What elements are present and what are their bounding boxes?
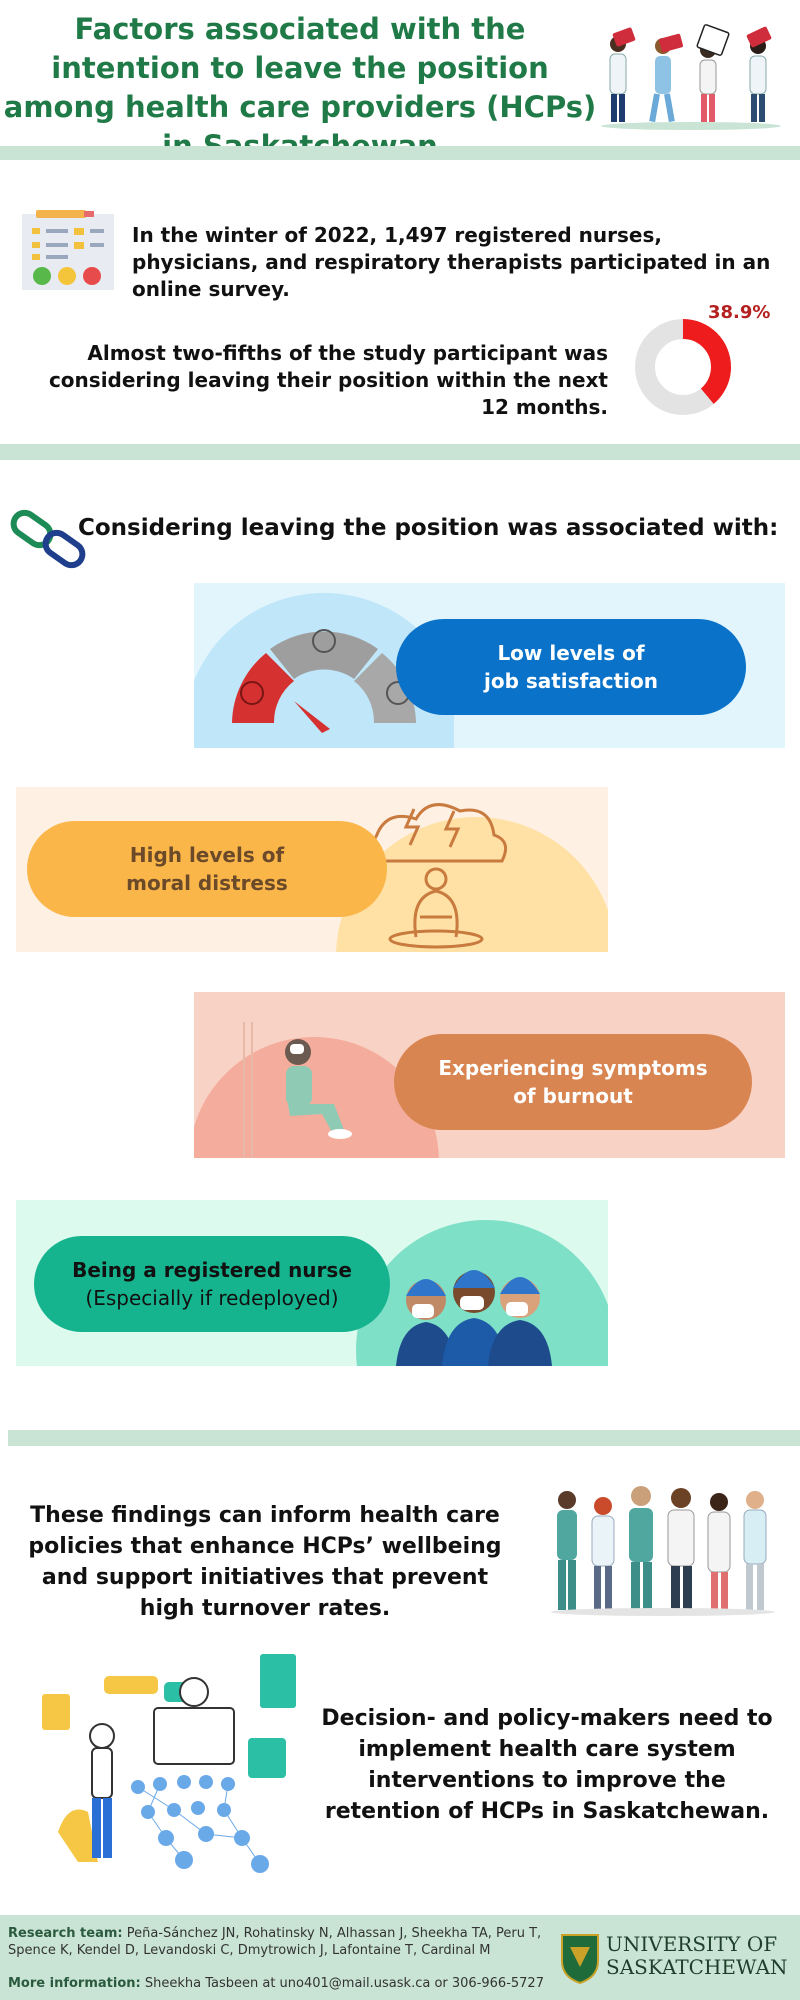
percent-donut (635, 319, 731, 415)
factor-pill-burnout: Experiencing symptoms of burnout (394, 1034, 752, 1130)
percent-donut-arc (635, 319, 731, 415)
associations-title: Considering leaving the position was ass… (78, 515, 779, 541)
doctors-illustration (601, 24, 781, 130)
university-crest-icon (561, 1934, 599, 1985)
factor-line2: moral distress (126, 871, 288, 895)
section-divider (0, 146, 800, 160)
survey-form-icon (22, 210, 114, 290)
section-divider (8, 1430, 800, 1446)
factor-panel-job-satisfaction: Low levels of job satisfaction (194, 583, 785, 748)
more-info-line: More information: Sheekha Tasbeen at uno… (8, 1975, 544, 1992)
satisfaction-gauge-icon (194, 593, 454, 748)
healthcare-team-illustration (551, 1486, 775, 1616)
chain-link-icon (10, 509, 86, 569)
factor-panel-registered-nurse: Being a registered nurse (Especially if … (16, 1200, 608, 1366)
more-info-contact: Sheekha Tasbeen at uno401@mail.usask.ca … (144, 1976, 544, 1991)
percent-label: 38.9% (708, 302, 771, 323)
research-team-line-2: Spence K, Kendel D, Levandoski C, Dmytro… (8, 1943, 491, 1958)
factor-panel-burnout: Experiencing symptoms of burnout (194, 992, 785, 1158)
factor-line1: Experiencing symptoms (438, 1056, 708, 1080)
factor-line2: (Especially if redeployed) (85, 1286, 339, 1310)
factor-line1: High levels of (129, 843, 285, 867)
burnout-nurse-icon (194, 1022, 439, 1158)
page-title: Factors associated with the intention to… (3, 12, 597, 163)
factor-pill-registered-nurse: Being a registered nurse (Especially if … (34, 1236, 390, 1332)
university-name-line-1: UNIVERSITY OF (606, 1932, 778, 1956)
research-team-label: Research team: (8, 1926, 123, 1941)
factor-line2: job satisfaction (483, 669, 659, 693)
survey-text: In the winter of 2022, 1,497 registered … (132, 223, 771, 301)
factor-pill-job-satisfaction: Low levels of job satisfaction (396, 619, 746, 715)
factor-panel-moral-distress: High levels of moral distress (16, 787, 608, 952)
factor-pill-moral-distress: High levels of moral distress (27, 821, 387, 917)
research-team-names: Peña-Sánchez JN, Rohatinsky N, Alhassan … (126, 1926, 542, 1941)
footer: Research team: Peña-Sánchez JN, Rohatins… (0, 1915, 800, 2000)
findings-text: These findings can inform health care po… (28, 1503, 502, 1621)
more-info-label: More information: (8, 1976, 141, 1991)
telehealth-network-illustration (42, 1654, 296, 1873)
decision-text: Decision- and policy-makers need to impl… (321, 1706, 773, 1824)
nurses-group-icon (356, 1220, 608, 1366)
factor-line2: of burnout (513, 1084, 633, 1108)
section-divider (0, 444, 800, 460)
research-team-line-1: Research team: Peña-Sánchez JN, Rohatins… (8, 1925, 541, 1942)
leaving-statement: Almost two-fifths of the study participa… (48, 341, 608, 419)
university-name-line-2: SASKATCHEWAN (606, 1955, 788, 1979)
factor-line1: Low levels of (497, 641, 645, 665)
factor-line1: Being a registered nurse (72, 1258, 352, 1282)
